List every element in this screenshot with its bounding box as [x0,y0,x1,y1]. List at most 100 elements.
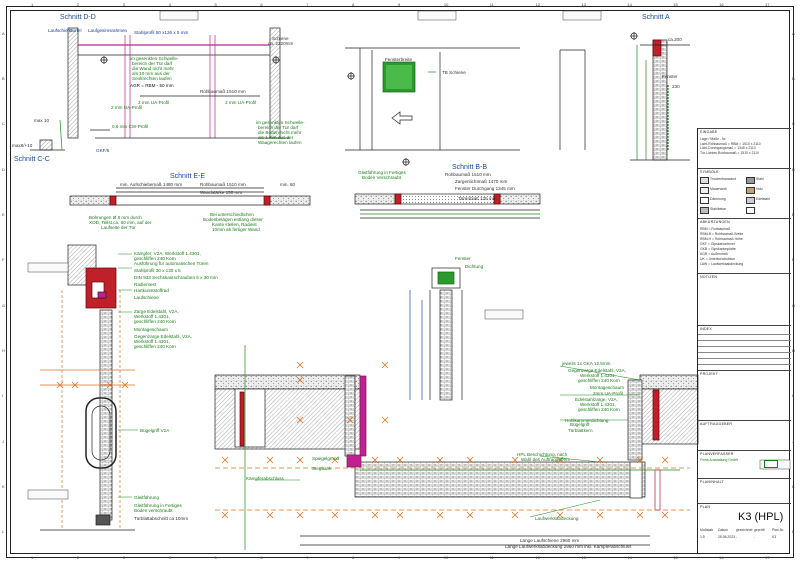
symbol-swatch [746,177,755,184]
axis-row-label: C [2,121,5,127]
company-logo [764,460,778,468]
label: als 10 mm aus der [132,71,170,76]
label: geschliffen 240 Korn [134,344,176,349]
tb-heading: AUFTRAGGEBER [700,422,733,426]
detail-tag-boxes [27,10,791,500]
label: im gesenkten Schwelle- [256,120,305,125]
axis-row-label: L [792,529,795,535]
label: Boden Verschraubt [362,175,402,180]
tb-heading: PLANVERFASSER [700,452,734,456]
index-row [698,346,791,347]
abbreviation: AGR = Außenmaß [700,252,728,256]
section-title-c: Schnitt C-C [14,156,50,163]
label: Ausführung für automatischen Türen [134,261,209,266]
label: Bohrungen Ø 8 mm durch [89,215,142,220]
label: Montageschaum [590,385,624,390]
dimension-marker [346,416,354,424]
label: Stahlprofil 50 x126 x 5 mm [134,30,189,35]
symbol-swatch [746,197,755,204]
label: Boden verschraubt [134,508,173,513]
axis-column-label: 14 [627,2,632,7]
tb-heading: INDEX [700,327,712,331]
dimension-marker [636,511,644,519]
axis-column-label: 3 [122,555,125,560]
label: Werkstoff 1.4301, [134,314,170,319]
tb-line: Lage / Maße - Nr. [700,137,727,141]
label: bereich der Tür darf [258,125,299,130]
dimension-marker [511,456,519,464]
tb-heading: SYMBOLE [700,170,719,174]
dimension-marker [121,381,129,389]
dimension-marker [221,456,229,464]
dimension-marker [396,456,404,464]
label: Gleitführung [134,495,160,500]
axis-column-label: 15 [673,555,678,560]
axis-column-label: 9 [398,555,401,560]
dimension-marker [266,511,274,519]
footer-value: 25.06.2023 [718,535,735,539]
label: die Boden nicht mehr [258,130,302,135]
axis-row-label: B [792,76,795,81]
axis-row-label: A [2,30,5,36]
label: Bodenbelägen entlang dieser [203,217,263,222]
label: 2 mm UA-Profil [138,100,170,105]
axis-column-label: 4 [168,555,171,560]
title-block: EINGABE Lage / Maße - Nr.Licht-Rohbaumaß… [697,128,791,554]
axis-row-label: G [792,302,796,308]
label: Stahlprofil 30 x 130 x 5 [134,268,181,273]
company-name: Firma Ausstattung GmbH [700,458,739,462]
dimension-marker [661,456,669,464]
label: min. 80 [280,182,296,187]
label: Zargenlichtmaß 1470 mm [455,179,508,184]
tb-notizen: NOTIZEN [698,273,791,325]
label: Türblattkern [568,428,593,433]
tb-heading: EINGABE [700,130,718,134]
footer-value: K3 [772,535,777,539]
label: die Wand nicht mehr [132,66,174,71]
index-row [698,340,791,341]
dimension-marker [331,456,339,464]
symbol-label: Edelstahl [756,197,770,201]
footer-value: - [736,535,738,539]
label: Spiegelgrund [312,456,340,461]
label: min. Aufschiebemaß 1480 mm [120,182,183,187]
axis-column-label: 8 [352,555,355,560]
section-title-e: Schnitt E-E [170,173,206,180]
axis-row-label: G [2,302,6,308]
axis-column-label: 14 [627,555,632,560]
label: Fenster [662,74,678,79]
axis-column-label: 7 [306,2,309,7]
drawing-title: K3 (HPL) [738,511,784,523]
symbol-label: Mauerwerk [710,187,727,191]
dimension-marker [596,511,604,519]
tb-heading: PLANINHALT [700,480,724,484]
symbol-swatch [700,187,709,194]
label: Fensterbreite [385,57,413,62]
dimension-marker [221,511,229,519]
dimension-marker [296,361,304,369]
label: Bei unterschiedlichen [210,212,254,217]
label: Werkstoff 1.4301, [580,402,616,407]
axis-column-label: 11 [489,555,494,560]
dimension-marker [436,511,444,519]
axis-column-label: 16 [719,2,724,7]
symbol-label: Stahl [756,177,764,181]
label: TB Schiene [442,70,466,75]
abbreviation: RBM-B = Rohbaumaß Breite [700,232,744,236]
footer-label: Datum [718,528,728,532]
dimension-marker [511,511,519,519]
axis-row-label: J [2,438,4,444]
section-title-a: Schnitt A [642,14,670,21]
label: 2mm UA-Profil [593,391,623,396]
axis-column-label: 4 [168,2,171,7]
tb-heading: NOTIZEN [700,275,718,279]
axis-column-label: 8 [352,2,355,7]
label: Kante stellen, Radiest [212,222,257,227]
tb-heading: PLAN [700,505,711,509]
axis-column-label: 16 [719,555,724,560]
tb-heading: ABKÜRZUNGEN [700,220,730,224]
footer-label: gezeichnet [736,528,753,532]
label: Gleitführung in Fertiges [134,503,182,508]
